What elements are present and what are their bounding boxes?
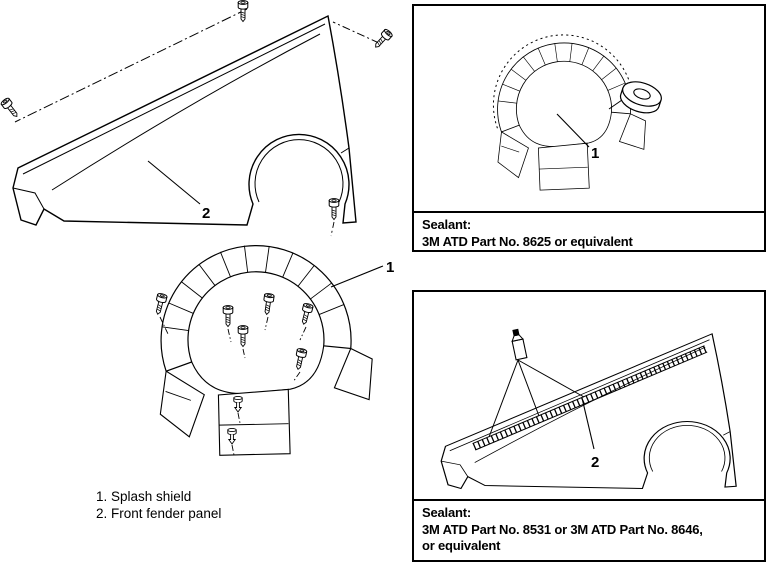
centerline-dash-dot xyxy=(14,8,248,123)
legend-item-front-fender: 2. Front fender panel xyxy=(96,506,222,521)
sealant-tape-roll-icon xyxy=(619,81,662,114)
panel-top-callout: 1 xyxy=(591,145,600,162)
sealant-caption-spec-2: or equivalent xyxy=(422,538,501,553)
legend-item-splash-shield: 1. Splash shield xyxy=(96,489,192,504)
panel-bottom-caption: Sealant: 3M ATD Part No. 8531 or 3M ATD … xyxy=(414,499,764,560)
sealant-tube-icon xyxy=(511,328,528,361)
legend: 1. Splash shield 2. Front fender panel xyxy=(96,488,221,522)
splash-shield-sealant-illustration xyxy=(482,31,662,201)
exploded-view-illustration xyxy=(0,0,394,470)
sealant-application-band xyxy=(472,345,708,451)
bolt-icon xyxy=(237,325,249,347)
fender-callout-leader-line xyxy=(147,160,201,205)
panel-top-caption: Sealant: 3M ATD Part No. 8625 or equival… xyxy=(414,211,764,252)
callout-leader-line xyxy=(556,113,590,148)
splash-shield-drawing xyxy=(140,231,384,470)
bolt-icon xyxy=(371,27,394,51)
front-fender-panel-art xyxy=(12,15,357,226)
bolt-icon xyxy=(0,96,22,120)
splash-shield-art xyxy=(482,31,655,201)
bolt-leader-dash-dot xyxy=(330,221,335,237)
bolt-icon xyxy=(328,198,340,220)
roll-leader-line xyxy=(608,99,623,110)
callout-leader-line xyxy=(581,397,595,450)
bolt-icon xyxy=(261,292,275,316)
sealant-caption-label: Sealant: xyxy=(422,505,471,520)
application-pointer-lines xyxy=(488,359,585,438)
sealant-caption-label: Sealant: xyxy=(422,217,471,232)
callout-splash-shield: 1 xyxy=(386,259,395,276)
sealant-stitch-line xyxy=(493,34,634,129)
bolt-leader-dash-dot xyxy=(332,21,380,44)
callout-front-fender: 2 xyxy=(202,205,211,222)
fender-sealant-illustration xyxy=(440,328,737,490)
sealant-caption-spec: 3M ATD Part No. 8531 or 3M ATD Part No. … xyxy=(422,521,703,537)
front-fender-drawing xyxy=(0,0,394,237)
sealant-panel-front-fender: Sealant: 3M ATD Part No. 8531 or 3M ATD … xyxy=(412,290,766,562)
panel-bottom-callout: 2 xyxy=(591,454,600,471)
shield-callout-leader-line xyxy=(330,265,384,288)
bolt-icon xyxy=(222,305,234,327)
bolt-icon xyxy=(298,302,314,326)
panel-bottom-art xyxy=(414,292,764,499)
splash-shield-art xyxy=(140,231,384,470)
panel-top-art xyxy=(414,6,764,211)
sealant-caption-spec: 3M ATD Part No. 8625 or equivalent xyxy=(422,233,633,249)
bolt-icon xyxy=(237,0,249,22)
fastener-leader-lines xyxy=(159,316,307,456)
sealant-panel-splash-shield: Sealant: 3M ATD Part No. 8625 or equival… xyxy=(412,4,766,252)
